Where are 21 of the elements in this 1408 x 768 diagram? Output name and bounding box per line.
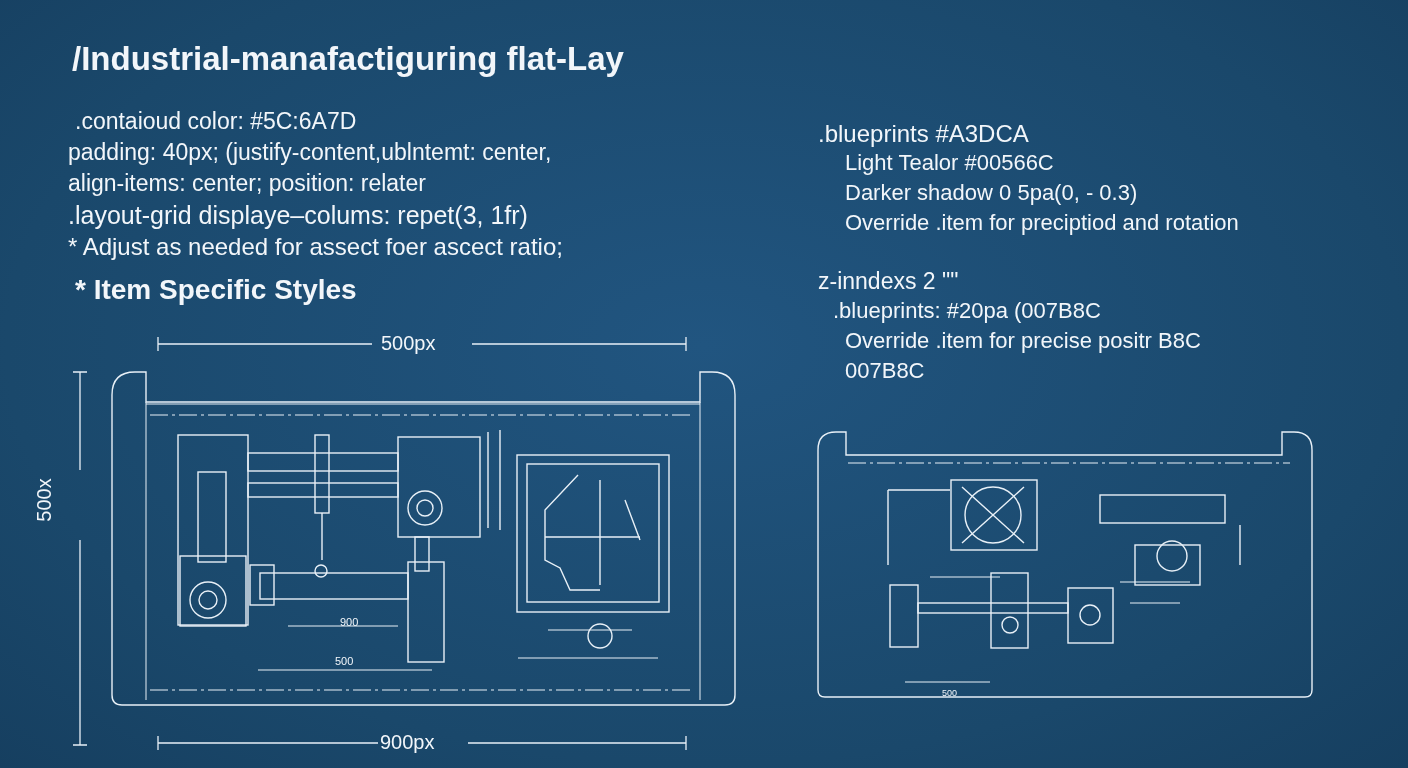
code-text: Darker shadow 0 5pa(0, - 0.3) [845, 180, 1138, 206]
code-text: padding: 40px; (justify-content,ublntemt: center, [68, 139, 552, 166]
code-text: 007B8C [845, 358, 925, 384]
code-text: Light Tealor #00566C [845, 150, 1054, 176]
code-text: .blueprints #A3DCA [818, 120, 1029, 148]
dimension-label: 500 [335, 655, 354, 668]
code-text: Override .item for preciptiod and rotation [845, 210, 1239, 236]
title: /Industrial-manafactiguring flat-Lay [72, 40, 624, 78]
code-text: .blueprints: #20pa (007B8C [833, 298, 1101, 324]
dimension-label: 900 [340, 616, 359, 629]
dimension-label: 500x [32, 478, 56, 522]
code-text: .layout-grid displaye–colums: repet(3, 1fr) [68, 201, 528, 230]
code-text: z-inndexs 2 "" [818, 268, 959, 295]
dimension-label: 900px [380, 731, 435, 754]
code-text: Override .item for precise positr B8C [845, 328, 1201, 354]
code-text: * Adjust as needed for assect foer ascect ratio; [68, 233, 563, 261]
code-text: align-items: center; position: relater [68, 170, 426, 197]
dimension-label: 500 [942, 688, 958, 699]
section-heading: * Item Specific Styles [75, 274, 357, 307]
dimension-label: 500px [381, 332, 436, 355]
code-text: .contaioud color: #5C:6A7D [75, 108, 357, 135]
